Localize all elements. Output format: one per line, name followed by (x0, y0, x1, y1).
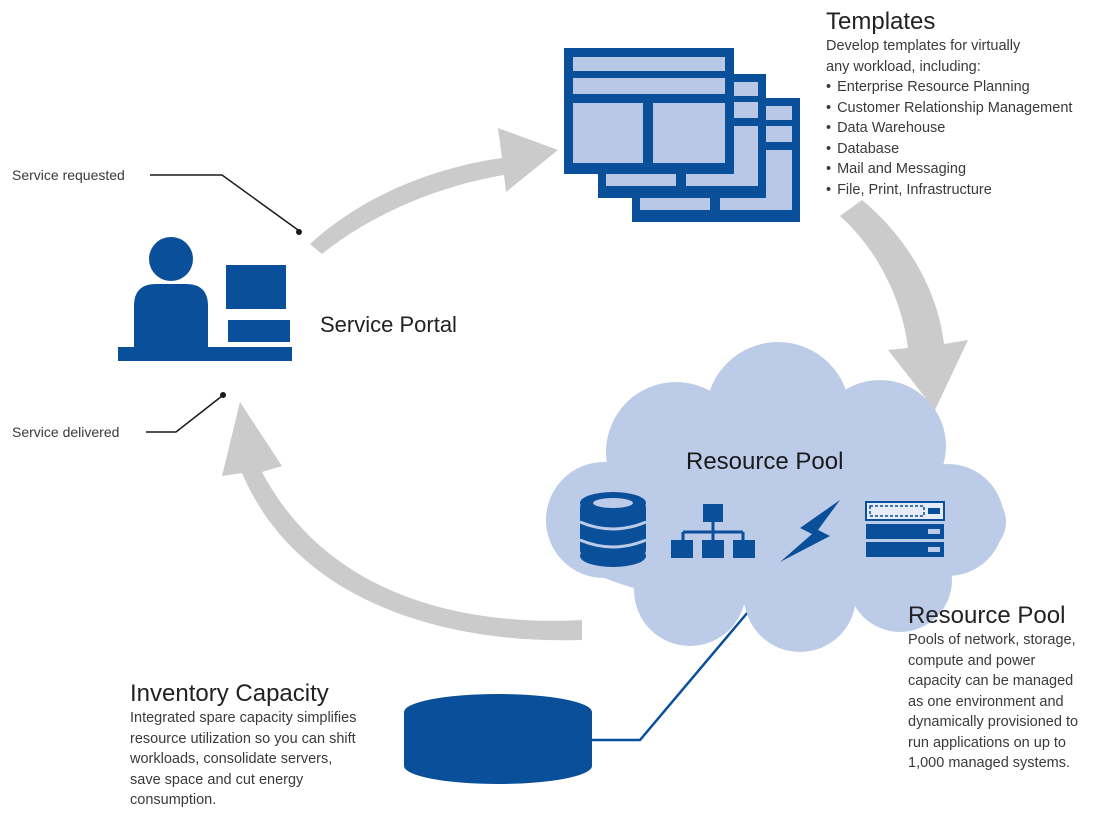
resource-pool-line: capacity can be managed (908, 673, 1074, 689)
service-delivered-leader (146, 395, 223, 433)
inventory-line: workloads, consolidate servers, (130, 751, 333, 767)
resource-pool-line: Pools of network, storage, (908, 632, 1076, 648)
arrow-to-resource-pool (840, 200, 968, 410)
inventory-capacity-title: Inventory Capacity (130, 680, 329, 707)
template-pages-icon (564, 48, 800, 222)
resource-pool-line: compute and power (908, 652, 1036, 669)
database-icon (579, 492, 647, 567)
list-item: Database (826, 139, 1072, 160)
network-hierarchy-icon (671, 504, 755, 558)
list-item: Mail and Messaging (826, 159, 1072, 180)
templates-workload-list: Enterprise Resource Planning Customer Re… (826, 77, 1072, 200)
server-rack-icon (865, 501, 945, 557)
list-item: Enterprise Resource Planning (826, 77, 1072, 98)
inventory-line: Integrated spare capacity simplifies (130, 710, 357, 726)
resource-pool-title: Resource Pool (908, 602, 1066, 629)
service-delivered-label: Service delivered (12, 424, 120, 440)
list-item: Customer Relationship Management (826, 98, 1072, 119)
resource-pool-line: 1,000 managed systems. (908, 755, 1071, 771)
resource-pool-cloud (546, 342, 1006, 652)
templates-title: Templates (826, 8, 936, 35)
service-requested-label: Service requested (12, 167, 125, 183)
cycle-arrows (222, 128, 968, 641)
resource-pool-line: as one environment and (908, 693, 1064, 710)
resource-pool-line: run applications on up to (908, 734, 1066, 751)
inventory-line: consumption. (130, 792, 217, 808)
templates-block: Templates Develop templates for virtuall… (826, 8, 1072, 200)
arrow-to-templates (310, 128, 558, 254)
arrow-to-service-portal (222, 402, 582, 641)
lightning-bolt-icon (780, 500, 840, 562)
resource-pool-block: Resource Pool Pools of network, storage,… (908, 602, 1078, 774)
inventory-capacity-block: Inventory Capacity Integrated spare capa… (130, 680, 356, 811)
inventory-line: save space and cut energy (130, 771, 304, 788)
list-item: Data Warehouse (826, 118, 1072, 139)
leader-lines (146, 174, 749, 742)
templates-intro-2: any workload, including: (826, 58, 981, 75)
inventory-connector-line (592, 611, 749, 742)
list-item: File, Print, Infrastructure (826, 180, 1072, 201)
person-at-desk-icon (118, 237, 292, 361)
resource-pool-line: dynamically provisioned to (908, 714, 1079, 730)
resource-pool-cloud-label: Resource Pool (686, 448, 844, 475)
service-portal-label: Service Portal (320, 312, 457, 337)
service-requested-leader (150, 174, 299, 231)
inventory-line: resource utilization so you can shift (130, 730, 356, 747)
storage-cylinder-icon (404, 694, 592, 784)
templates-intro-1: Develop templates for virtually (826, 38, 1021, 54)
